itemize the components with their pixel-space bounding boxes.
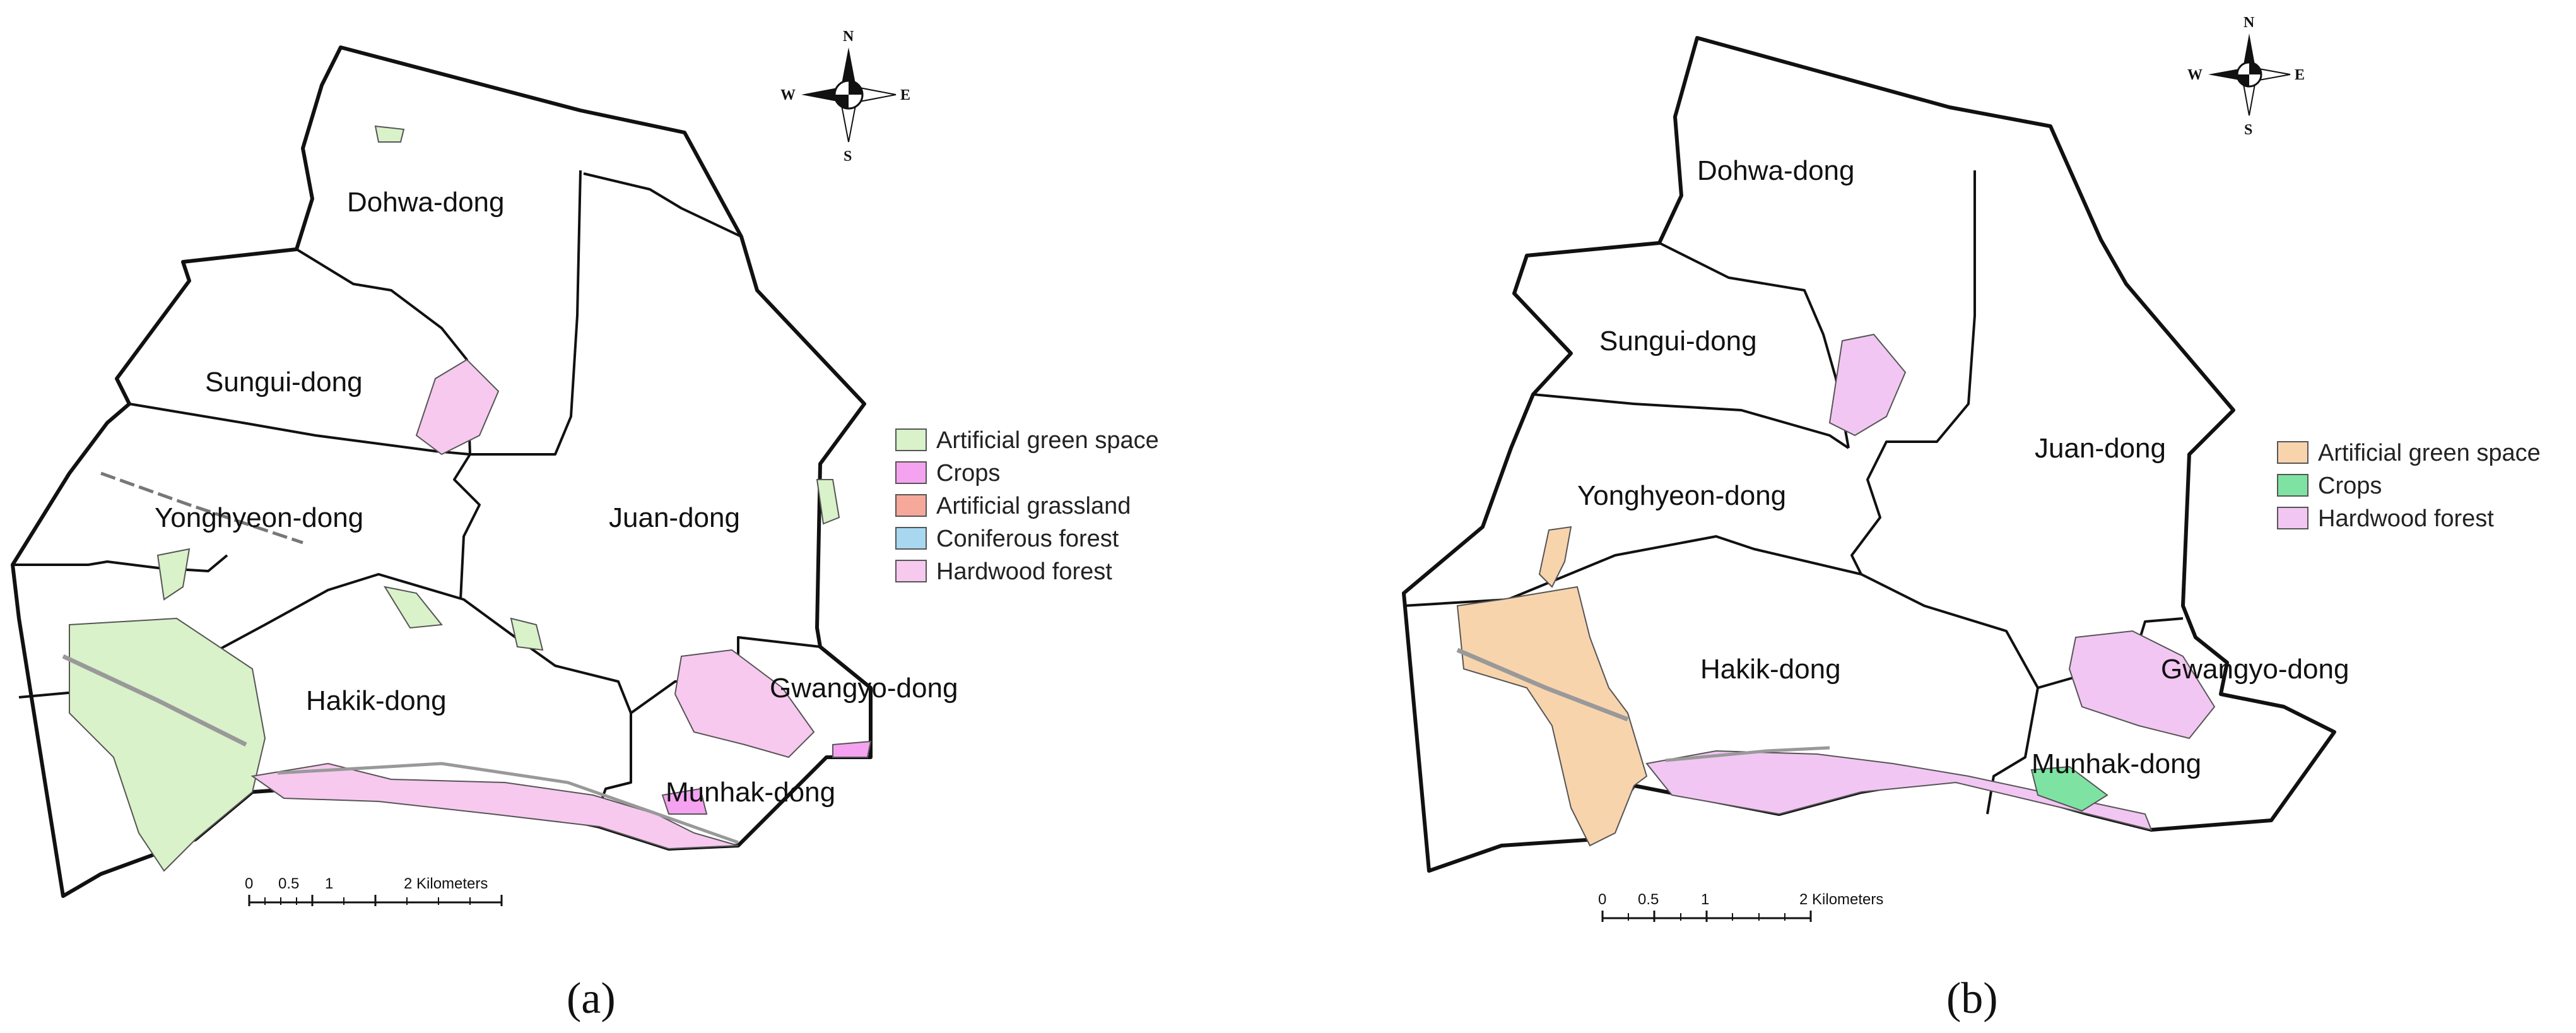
legend-swatch-a-3 <box>895 527 927 550</box>
district-label-b-sungui: Sungui-dong <box>1599 326 1757 357</box>
map-panel-b: Dohwa-dong Sungui-dong Yonghyeon-dong Ju… <box>1402 15 2541 1023</box>
compass-south-label-a: S <box>844 148 852 165</box>
hardwood-forest-patch-b-3 <box>2068 630 2216 740</box>
district-boundary-a-3 <box>453 170 582 600</box>
compass-north-label-b: N <box>2244 15 2255 31</box>
district-boundary-a-5 <box>13 554 228 572</box>
district-label-a-hakik: Hakik-dong <box>306 685 447 716</box>
scale-tick-a-0: 0 <box>245 875 253 892</box>
study-area-boundary-b <box>1402 36 2336 873</box>
artificial-green-space-patch-a-2 <box>156 548 191 601</box>
compass-west-label-a: W <box>780 87 796 103</box>
legend-label-b-1: Crops <box>2318 473 2382 499</box>
district-label-a-yonghyeon: Yonghyeon-dong <box>155 502 363 533</box>
district-label-a-munhak: Munhak-dong <box>666 777 835 808</box>
district-label-b-munhak: Munhak-dong <box>2032 748 2201 779</box>
crops-patch-a-1 <box>661 788 708 815</box>
district-label-a-juan: Juan-dong <box>609 502 740 533</box>
artificial-green-space-patch-b-2 <box>1538 526 1572 588</box>
crops-patch-a-2 <box>832 740 872 758</box>
scale-tick-b-3: 2 Kilometers <box>1799 891 1883 908</box>
road-a-2 <box>62 654 247 747</box>
road-a-3 <box>277 762 739 844</box>
legend-b: Artificial green space Crops Hardwood fo… <box>2277 440 2541 532</box>
scale-tick-b-1: 0.5 <box>1638 891 1659 908</box>
district-boundary-b-5 <box>1986 687 2039 815</box>
district-label-b-juan: Juan-dong <box>2035 433 2166 464</box>
hardwood-forest-patch-a-1 <box>250 762 739 850</box>
district-label-a-dohwa: Dohwa-dong <box>347 187 505 218</box>
legend-a: Artificial green space Crops Artificial … <box>895 427 1159 585</box>
road-b-2 <box>1665 746 1830 762</box>
legend-label-a-3: Coniferous forest <box>936 526 1119 552</box>
road-a-1 <box>100 471 303 545</box>
compass-east-label-b: E <box>2295 67 2305 83</box>
legend-swatch-b-2 <box>2277 507 2308 529</box>
hardwood-forest-patch-a-3 <box>674 649 815 759</box>
district-label-b-dohwa: Dohwa-dong <box>1697 155 1855 186</box>
district-boundary-b-3 <box>1850 170 1976 575</box>
district-boundary-b-4 <box>1403 535 2039 688</box>
hardwood-forest-patch-b-2 <box>1828 333 1907 437</box>
scale-tick-b-2: 1 <box>1701 891 1709 908</box>
road-b-1 <box>1456 647 1629 722</box>
compass-north-label-a: N <box>843 28 854 45</box>
hardwood-forest-patch-b-1 <box>1645 750 2153 831</box>
legend-swatch-a-4 <box>895 560 927 582</box>
panel-caption-a: (a) <box>567 974 616 1023</box>
compass-east-label-a: E <box>900 87 910 103</box>
legend-swatch-b-1 <box>2277 474 2308 497</box>
artificial-green-space-patch-a-3 <box>374 125 405 143</box>
district-boundary-b-1 <box>1532 393 1850 449</box>
scale-tick-a-1: 0.5 <box>278 875 299 892</box>
scale-bar-b: 0 0.5 1 2 Kilometers <box>1598 891 1883 922</box>
hardwood-forest-patch-a-2 <box>415 358 500 456</box>
compass-rose-a: N S E W <box>780 28 910 165</box>
legend-label-a-0: Artificial green space <box>936 427 1159 454</box>
legend-label-a-1: Crops <box>936 460 1000 487</box>
scale-bar-a: 0 0.5 1 2 Kilometers <box>245 875 503 906</box>
legend-swatch-a-2 <box>895 494 927 517</box>
scale-tick-a-2: 1 <box>325 875 333 892</box>
district-label-b-yonghyeon: Yonghyeon-dong <box>1577 480 1786 511</box>
artificial-green-space-patch-a-6 <box>510 617 544 651</box>
compass-south-label-b: S <box>2244 122 2252 138</box>
district-label-a-sungui: Sungui-dong <box>205 367 363 398</box>
artificial-green-space-patch-a-1 <box>69 617 266 872</box>
scale-tick-a-3: 2 Kilometers <box>404 875 488 892</box>
legend-swatch-b-0 <box>2277 441 2308 464</box>
district-label-a-gwangyo: Gwangyo-dong <box>770 673 958 704</box>
map-panel-a: Dohwa-dong Sungui-dong Yonghyeon-dong Ju… <box>11 28 1159 1023</box>
legend-swatch-a-1 <box>895 461 927 484</box>
district-boundary-a-4 <box>583 172 742 238</box>
legend-label-a-4: Hardwood forest <box>936 558 1112 585</box>
legend-swatch-a-0 <box>895 428 927 451</box>
crops-patch-b-1 <box>2030 765 2108 812</box>
district-label-b-hakik: Hakik-dong <box>1700 654 1841 685</box>
compass-rose-b: N S E W <box>2187 15 2305 138</box>
artificial-green-space-patch-a-5 <box>383 586 443 629</box>
scale-tick-b-0: 0 <box>1598 891 1606 908</box>
compass-west-label-b: W <box>2187 67 2203 83</box>
artificial-green-space-patch-a-4 <box>816 479 840 525</box>
legend-label-b-0: Artificial green space <box>2318 440 2541 466</box>
artificial-green-space-patch-b-1 <box>1456 586 1648 847</box>
legend-label-b-2: Hardwood forest <box>2318 505 2494 532</box>
legend-label-a-2: Artificial grassland <box>936 493 1131 519</box>
district-label-b-gwangyo: Gwangyo-dong <box>2161 654 2349 685</box>
panel-caption-b: (b) <box>1946 974 1998 1023</box>
